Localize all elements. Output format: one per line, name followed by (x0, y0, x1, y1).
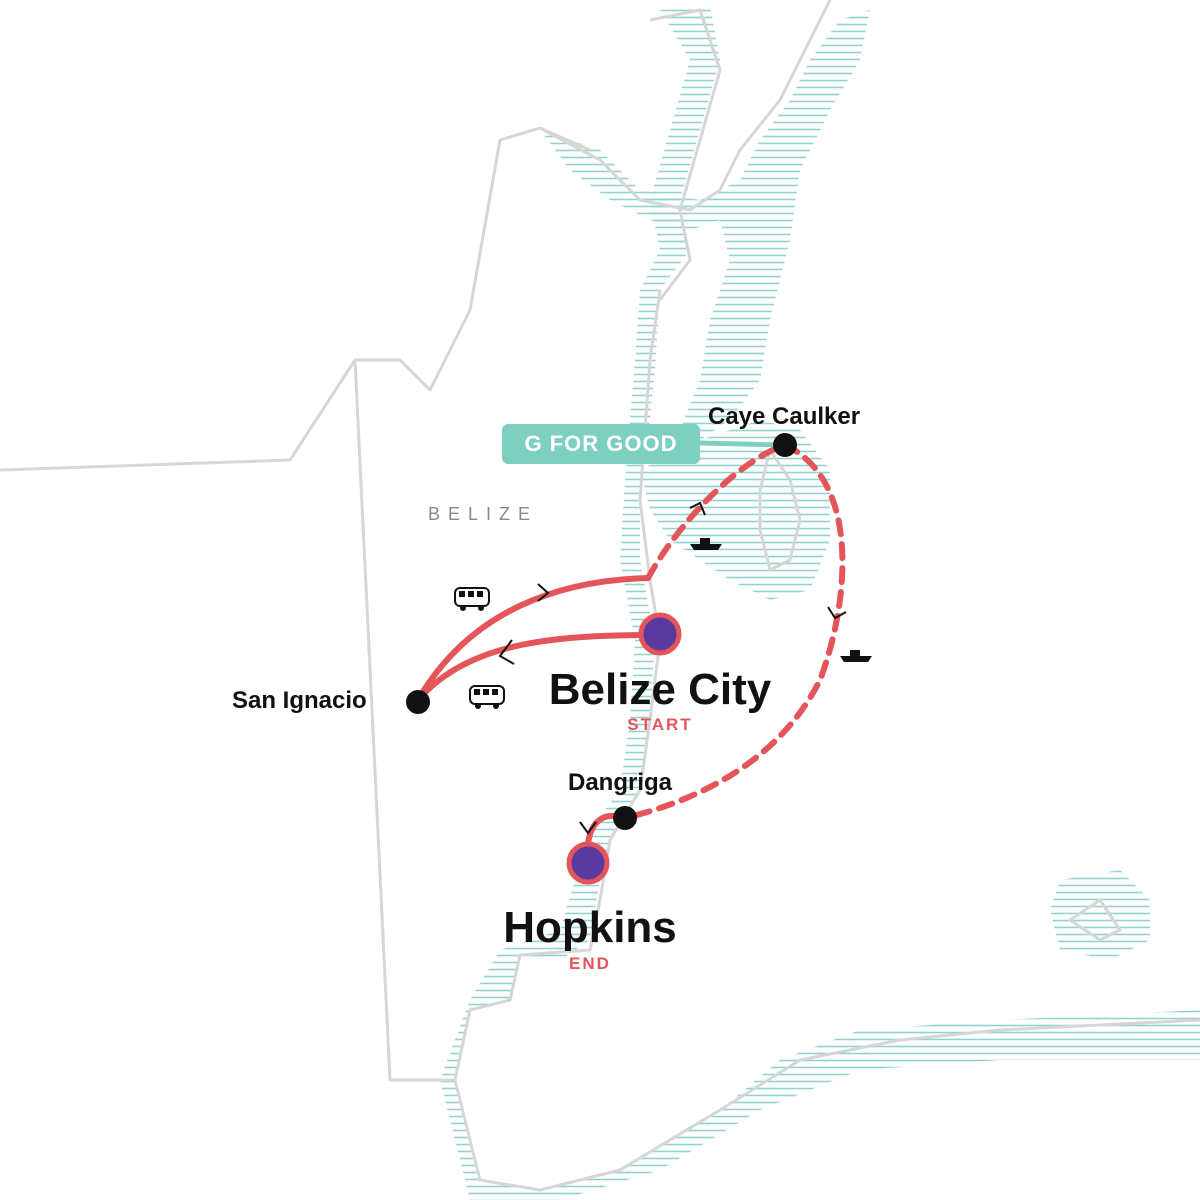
mainland-coast (539, 0, 832, 212)
route-boat-to-caulker (645, 442, 788, 581)
label-belize-city: Belize City (549, 665, 772, 714)
stop-dangriga[interactable] (613, 806, 637, 830)
arrow-ne (689, 501, 706, 516)
stops (406, 433, 797, 885)
arrow-south (827, 606, 847, 620)
arrow-west (498, 639, 515, 665)
offshore-atoll (1050, 870, 1150, 960)
route-san-ignacio-to-caulker (415, 575, 651, 703)
g-for-good-badge: G FOR GOOD (502, 424, 786, 464)
stop-caye-caulker[interactable] (773, 433, 797, 457)
stop-san-ignacio[interactable] (406, 690, 430, 714)
direction-arrows (498, 501, 847, 835)
coastal-water (440, 5, 1200, 1200)
coast-south (453, 289, 1200, 1192)
boat-icon-upper (690, 538, 722, 550)
boat-icon-lower (840, 650, 872, 662)
label-san-ignacio: San Ignacio (232, 687, 367, 714)
tag-end: END (569, 954, 611, 973)
tag-start: START (627, 715, 692, 734)
label-dangriga: Dangriga (568, 769, 673, 796)
northern-border (355, 126, 591, 392)
island-caulker (758, 448, 802, 572)
arrow-down (579, 821, 597, 835)
labels: BELIZE Caye Caulker San Ignacio Dangriga… (232, 403, 860, 973)
coast-north-islands (649, 8, 722, 301)
bus-icon-upper (454, 587, 490, 611)
arrow-east (537, 583, 550, 602)
label-hopkins: Hopkins (503, 903, 677, 952)
stop-belize-city[interactable] (638, 612, 682, 656)
route-caulker-to-dangriga (622, 442, 846, 821)
bus-icon-lower (469, 685, 505, 709)
stop-hopkins[interactable] (566, 841, 610, 885)
western-border (0, 358, 455, 1082)
route-belize-to-san-ignacio (415, 632, 663, 703)
water-areas (440, 5, 1200, 1200)
atoll-outline (1068, 898, 1122, 942)
badge-label: G FOR GOOD (525, 431, 678, 456)
label-caye-caulker: Caye Caulker (708, 403, 860, 430)
northern-bay (540, 10, 870, 440)
country-label: BELIZE (428, 504, 538, 524)
reef-water (640, 420, 830, 600)
